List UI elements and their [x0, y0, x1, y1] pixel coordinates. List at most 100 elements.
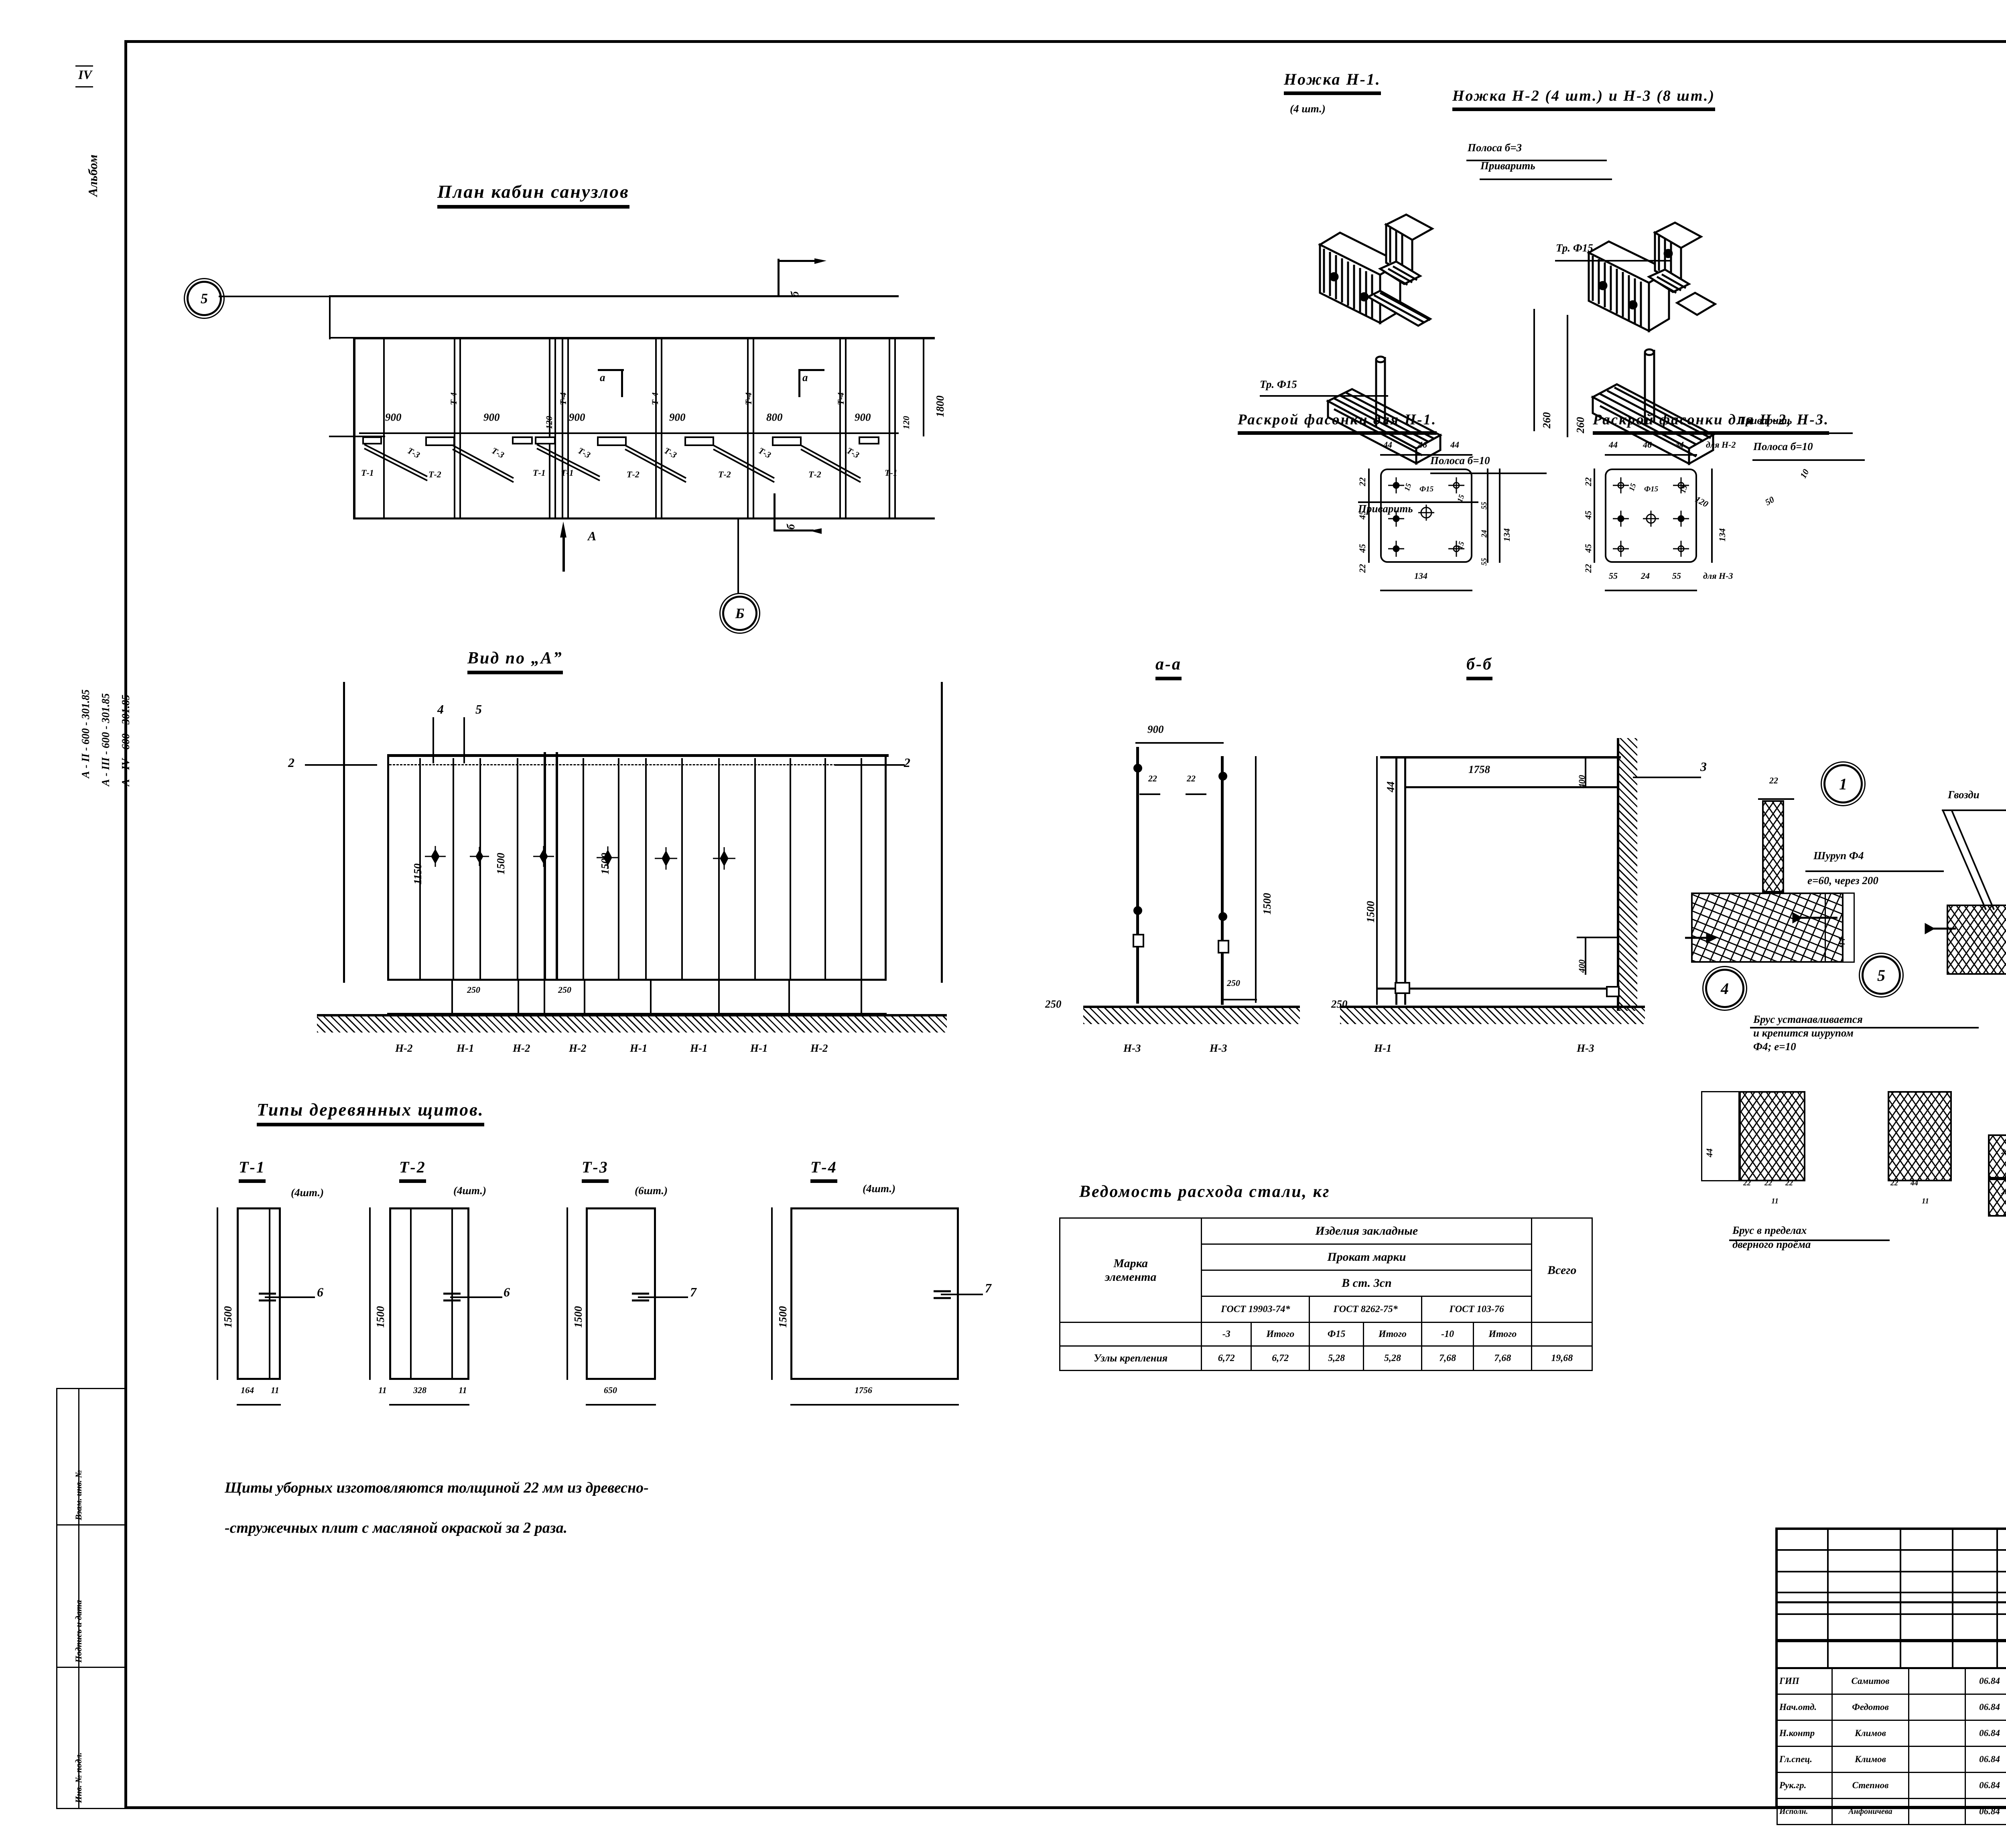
node6-dim-22b: 22: [2001, 1188, 2006, 1196]
node1-screw: [1792, 912, 1837, 924]
cut-n23-left-22b: 22: [1583, 564, 1593, 573]
tb-hline-mid: [1775, 1639, 2006, 1641]
plan-overall-dim-line: [923, 339, 924, 436]
panel-t2-w-line: [389, 1404, 469, 1406]
panel-t3-width: 650: [604, 1385, 617, 1395]
panel-t1-height: 1500: [222, 1306, 234, 1328]
plan-tag-t4-5: Т-4: [836, 392, 846, 405]
view-a-plinth-top: [387, 979, 887, 981]
node6-panel-lower: [1988, 1179, 2006, 1217]
plan-wall-stub-top: [329, 337, 354, 339]
plan-sec-b-bot-v: [774, 493, 776, 531]
section-aa-thick-line-a: [1139, 793, 1160, 795]
view-a-top-dash: [389, 764, 887, 765]
tb-roles-table: ГИП Самитов 06.84 Нач.отд. Федотов 06.84…: [1777, 1667, 2006, 1825]
section-aa-thick-22a: 22: [1148, 773, 1157, 783]
section-aa-hinges: [1133, 764, 1229, 953]
tb-hline-codes: [1775, 1601, 2006, 1603]
plan-sec-b-bot-h: [774, 529, 814, 531]
tb-sign-1[interactable]: [1908, 1694, 1966, 1721]
section-aa-panel-left: [1136, 747, 1139, 1004]
node4-d1: 22: [1743, 1179, 1751, 1187]
tb-sign-5[interactable]: [1908, 1798, 1966, 1825]
tb-date-1: 06.84: [1965, 1694, 2006, 1721]
panel-t4-tag: Т-4: [810, 1158, 837, 1183]
album-number-overline: [75, 65, 93, 67]
cut-n1-hole-label: Ф15: [1419, 485, 1434, 493]
plan-sec-a-tag1-h: [598, 369, 624, 371]
section-bb-base: [1395, 982, 1620, 997]
leg-n23-dim-260: 260: [1541, 412, 1553, 429]
steel-row-v3: 5,28: [1309, 1345, 1364, 1371]
cut-n23-top-dimline: [1605, 454, 1697, 456]
section-aa-panel-right: [1221, 756, 1224, 1005]
steel-sub-3: Ф15: [1309, 1322, 1364, 1347]
view-a-leg-8: Н-2: [810, 1042, 828, 1054]
section-bb-panel-l1: [1395, 756, 1397, 1005]
section-aa-plinth-250: 250: [1227, 978, 1240, 988]
tb-sign-0[interactable]: [1908, 1667, 1966, 1695]
cut-n1-top-44a: 44: [1383, 440, 1392, 450]
panel-t3-qty: (6шт.): [635, 1185, 668, 1197]
plan-sec-a-label2: а: [802, 371, 808, 383]
tb-sign-2[interactable]: [1908, 1720, 1966, 1747]
section-aa-leg-2: Н-3: [1210, 1042, 1227, 1054]
node-circle-5: 5: [1862, 955, 1901, 995]
node1-leader: [1805, 870, 1944, 872]
view-a-plinth-bot: [387, 1013, 887, 1015]
section-bb-thick-44: 44: [1385, 781, 1397, 792]
view-a-col-right: [941, 682, 943, 983]
plan-sec-a-tag2-h: [798, 369, 824, 371]
cut-n23-top-44a: 44: [1609, 440, 1618, 450]
node2-nails: [1925, 923, 1956, 935]
tb-role-4: Рук.гр.: [1777, 1772, 1833, 1799]
steel-row-mark: Узлы крепления: [1059, 1345, 1202, 1371]
leg-n23-plate10-leader: [1752, 459, 1865, 461]
node4-d7: 11: [1922, 1197, 1929, 1205]
view-a-leg-3: Н-2: [513, 1042, 530, 1054]
plan-dim-900-a: 900: [385, 411, 402, 423]
leg-n23-weld1-label: Приварить: [1480, 160, 1535, 172]
plan-tag-t1-c: Т-1: [561, 468, 574, 478]
steel-gost-3: ГОСТ 103-76: [1421, 1296, 1533, 1323]
tb-sign-3[interactable]: [1908, 1746, 1966, 1773]
section-bb-wall-right: [1617, 738, 1619, 1011]
frame-left: [124, 40, 127, 1809]
plan-tag-t2-a: Т-2: [428, 469, 441, 479]
node4-label-bottom: Брус в пределах дверного проёма: [1732, 1224, 1811, 1251]
view-a-leg-6: Н-1: [690, 1042, 708, 1054]
panel-t4-w-line: [790, 1404, 959, 1406]
view-a-plinth-250b: 250: [556, 986, 574, 994]
panel-t4-qty: (4шт.): [863, 1183, 896, 1195]
section-aa-leg-1: Н-3: [1123, 1042, 1141, 1054]
cut-n1-plate: [1380, 469, 1472, 563]
cut-n1-top-44b: 44: [1450, 440, 1459, 450]
node4-d4: 11: [1771, 1197, 1779, 1205]
section-aa-thick-22b: 22: [1187, 773, 1196, 783]
plan-axis-b-line: [737, 519, 739, 598]
tb-name-0: Самитов: [1831, 1667, 1909, 1695]
panel-t3-tag: Т-3: [582, 1158, 609, 1183]
cut-n1-title: Раскрой фасонки для Н-1.: [1238, 412, 1437, 435]
leg-n23-iso: [1586, 221, 1717, 466]
panel-t4-h-line: [771, 1207, 773, 1380]
node2-frame: [1947, 905, 2006, 975]
section-aa-base-250: 250: [1045, 998, 1062, 1010]
tb-date-3: 06.84: [1965, 1746, 2006, 1773]
cut-n1-left-dimline: [1368, 469, 1370, 563]
panel-t2-shape: [389, 1207, 469, 1380]
steel-gost-1: ГОСТ 19903-74*: [1201, 1296, 1310, 1323]
panel-t2-qty: (4шт.): [453, 1185, 487, 1197]
steel-row-v1: 6,72: [1201, 1345, 1252, 1371]
tb-sign-4[interactable]: [1908, 1772, 1966, 1799]
plan-tag-t4-4: Т-4: [743, 392, 753, 405]
plan-dim-800: 800: [766, 411, 783, 423]
panel-t1-w-line: [237, 1404, 281, 1406]
node2-leader: [1942, 809, 2006, 811]
panel-t1-edge: 11: [271, 1385, 279, 1395]
node-circle-4: 4: [1705, 969, 1744, 1008]
table-row: ГИП Самитов 06.84: [1777, 1667, 2006, 1695]
leg-n1-iso: [1318, 213, 1443, 465]
section-bb-ledge2: [1577, 937, 1619, 938]
plan-dim-120-a: 120: [544, 416, 554, 429]
